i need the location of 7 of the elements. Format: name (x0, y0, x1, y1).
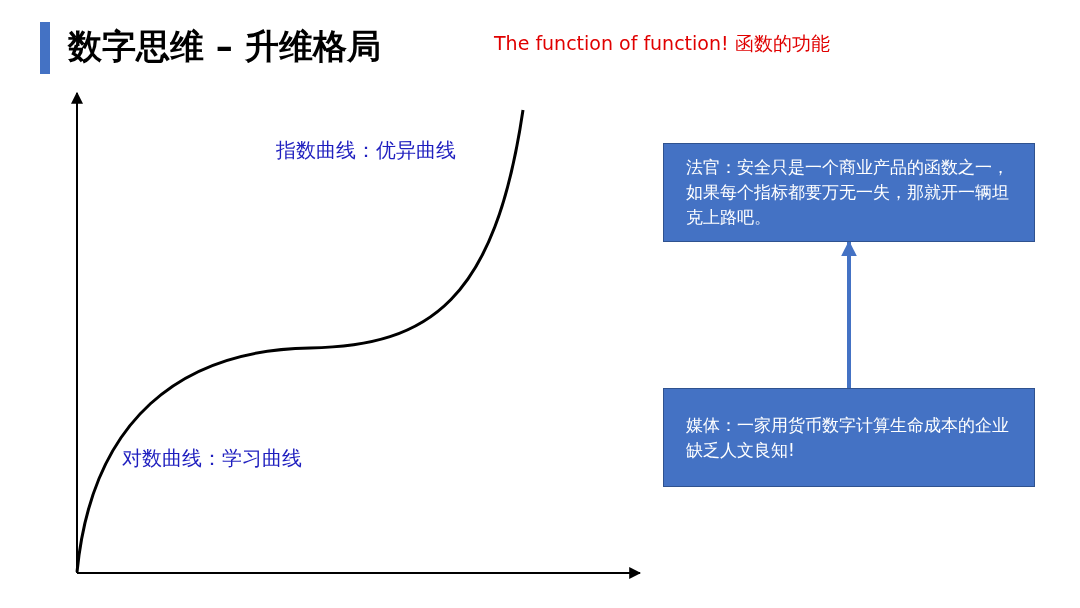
arrow (841, 240, 857, 388)
curve-label: 指数曲线：优异曲线 (276, 137, 456, 164)
text-box: 媒体：一家用货币数字计算生命成本的企业缺乏人文良知! (663, 388, 1035, 487)
title: 数字思维 – 升维格局 (68, 25, 381, 68)
curve-label: 对数曲线：学习曲线 (122, 445, 302, 472)
text-box: 法官：安全只是一个商业产品的函数之一，如果每个指标都要万无一失，那就开一辆坦克上路吧。 (663, 143, 1035, 242)
subtitle: The function of function! 函数的功能 (494, 31, 830, 56)
